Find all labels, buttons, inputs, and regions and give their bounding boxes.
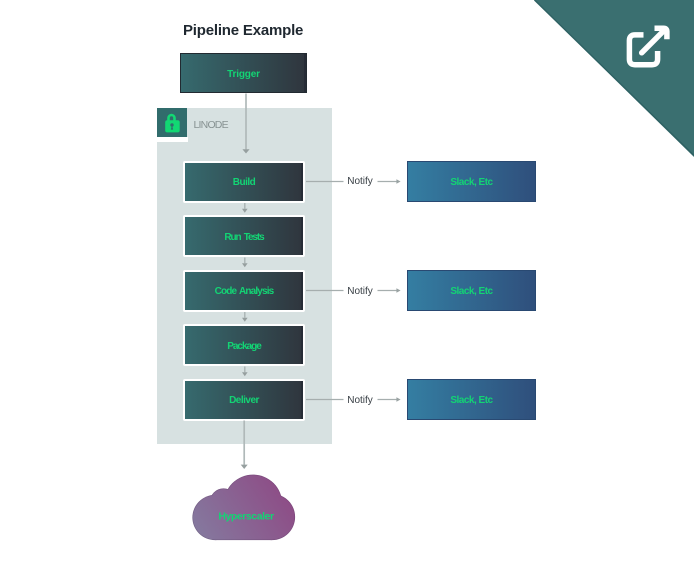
- svg-text:Hyperscaler: Hyperscaler: [218, 511, 274, 523]
